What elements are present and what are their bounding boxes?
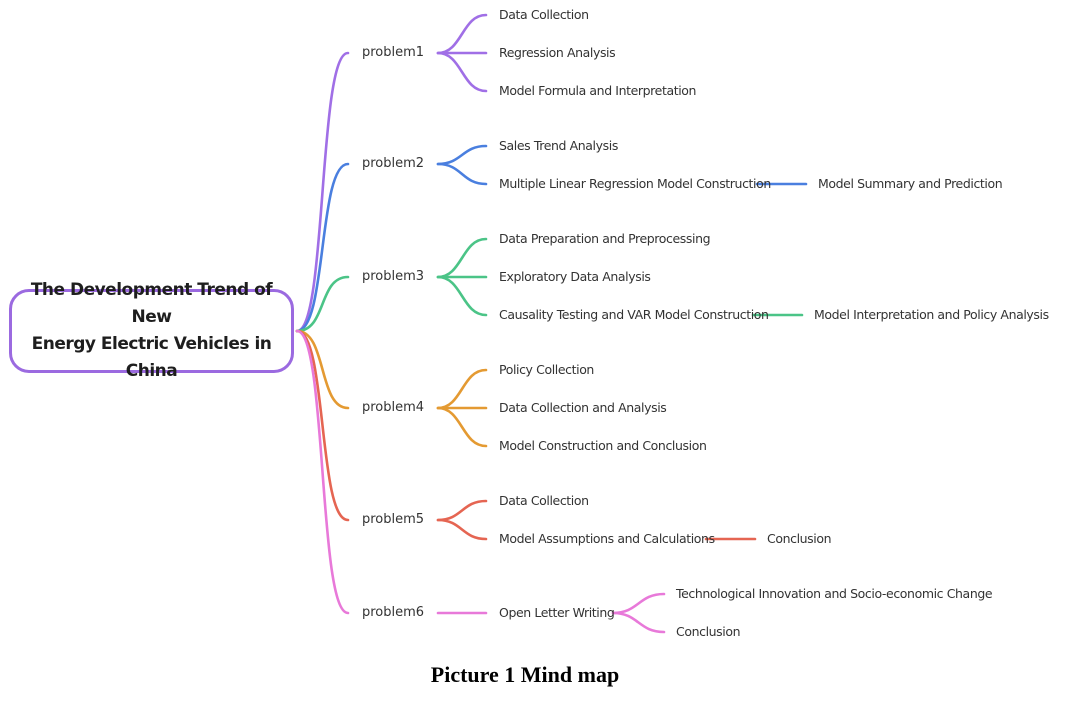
- p5-conclusion-node[interactable]: Conclusion: [767, 531, 832, 546]
- p3-exploratory-analysis-node[interactable]: Exploratory Data Analysis: [499, 269, 651, 284]
- connector-root-problem1: [295, 51, 350, 333]
- p3-model-interpretation-node[interactable]: Model Interpretation and Policy Analysis: [814, 307, 1049, 322]
- root-title-line-2: Energy Electric Vehicles in China: [31, 334, 272, 381]
- connector-problem1-child-3: [436, 51, 488, 93]
- p6-conclusion-node[interactable]: Conclusion: [676, 624, 741, 639]
- connector-problem2-child-2: [436, 162, 488, 186]
- connector-root-problem2: [295, 162, 350, 333]
- p6-open-letter-node[interactable]: Open Letter Writing: [499, 605, 615, 620]
- p5-model-assumptions-node[interactable]: Model Assumptions and Calculations: [499, 531, 715, 546]
- connector-problem3-child-1: [436, 237, 488, 279]
- root-title-line-1: The Development Trend of New: [30, 280, 273, 327]
- p2-sales-trend-node[interactable]: Sales Trend Analysis: [499, 138, 618, 153]
- connector-root-problem4: [295, 329, 350, 410]
- figure-caption: Picture 1 Mind map: [430, 662, 620, 687]
- p4-policy-collection-node[interactable]: Policy Collection: [499, 362, 594, 377]
- connector-problem1-child-1: [436, 13, 488, 55]
- problem4-node[interactable]: problem4: [362, 400, 425, 415]
- connector-open-letter-child-1: [611, 592, 666, 615]
- p2-model-summary-node[interactable]: Model Summary and Prediction: [818, 176, 1003, 191]
- p3-data-preparation-node[interactable]: Data Preparation and Preprocessing: [499, 231, 711, 246]
- p5-data-collection-node[interactable]: Data Collection: [499, 493, 589, 508]
- connector-root-problem5: [295, 329, 350, 522]
- root-node[interactable]: The Development Trend of New Energy Elec…: [9, 280, 294, 381]
- connector-problem4-child-1: [436, 368, 488, 410]
- root-title: The Development Trend of New Energy Elec…: [12, 277, 291, 385]
- problem3-node[interactable]: problem3: [362, 269, 425, 284]
- p3-causality-var-node[interactable]: Causality Testing and VAR Model Construc…: [499, 307, 769, 322]
- connector-root-problem6: [295, 329, 350, 615]
- connector-problem4-child-3: [436, 406, 488, 448]
- connector-open-letter-child-2: [611, 611, 666, 634]
- p2-mlr-construction-node[interactable]: Multiple Linear Regression Model Constru…: [499, 176, 771, 191]
- problem2-node[interactable]: problem2: [362, 156, 425, 171]
- connector-problem5-child-2: [436, 518, 488, 541]
- problem5-node[interactable]: problem5: [362, 512, 425, 527]
- p1-model-formula-node[interactable]: Model Formula and Interpretation: [499, 83, 697, 98]
- p4-data-collection-analysis-node[interactable]: Data Collection and Analysis: [499, 400, 667, 415]
- connector-root-problem3: [295, 275, 350, 333]
- p1-regression-analysis-node[interactable]: Regression Analysis: [499, 45, 616, 60]
- p1-data-collection-node[interactable]: Data Collection: [499, 7, 589, 22]
- problem6-node[interactable]: problem6: [362, 605, 425, 620]
- problem1-node[interactable]: problem1: [362, 45, 425, 60]
- connector-problem3-child-3: [436, 275, 488, 317]
- connector-problem2-child-1: [436, 144, 488, 166]
- p6-tech-innovation-node[interactable]: Technological Innovation and Socio-econo…: [676, 586, 993, 601]
- p4-model-construction-node[interactable]: Model Construction and Conclusion: [499, 438, 707, 453]
- connector-problem5-child-1: [436, 499, 488, 522]
